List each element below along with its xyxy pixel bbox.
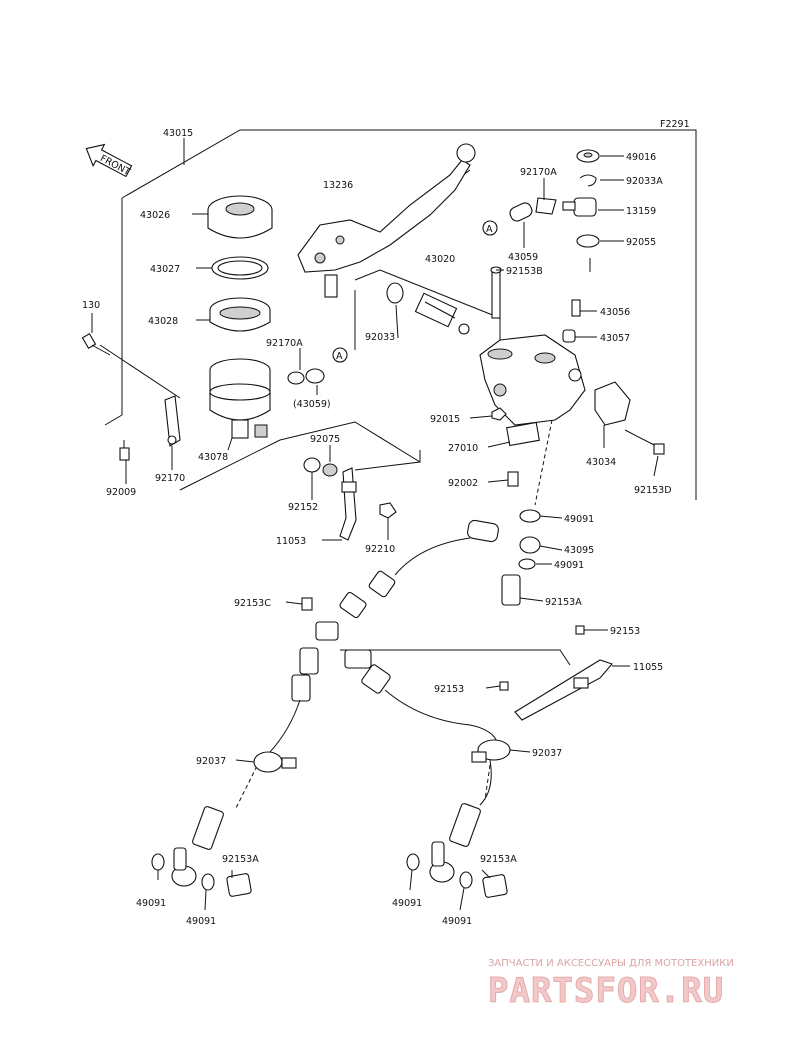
label-11053: 11053 [276, 536, 306, 547]
label-92210: 92210 [365, 544, 395, 555]
leader-lines [91, 138, 659, 911]
label-43020: 43020 [425, 254, 455, 265]
reservoir-body [209, 358, 271, 439]
master-cylinder-body [479, 334, 586, 426]
screw-92009 [119, 440, 130, 461]
circlip-92033A [579, 174, 597, 187]
brake-hoses [192, 537, 511, 850]
clamp-holder-43034 [594, 381, 631, 426]
label-43034: 43034 [586, 457, 616, 468]
label-13159: 13159 [626, 206, 656, 217]
label-92033: 92033 [365, 332, 395, 343]
label-92170A-left: 92170A [266, 338, 303, 349]
label-130: 130 [82, 300, 100, 311]
label-43057: 43057 [600, 333, 630, 344]
diaphragm-ring [211, 256, 269, 280]
diagram-code: F2291 [660, 119, 690, 130]
label-92153-a: 92153 [610, 626, 640, 637]
label-92153C: 92153C [234, 598, 271, 609]
label-43027: 43027 [150, 264, 180, 275]
nut-92015 [491, 407, 507, 421]
piston-assembly [386, 282, 470, 335]
label-43095: 43095 [564, 545, 594, 556]
watermark-line1: ЗАПЧАСТИ И АКСЕССУАРЫ ДЛЯ МОТОТЕХНИКИ [488, 958, 734, 969]
nut-92210 [379, 502, 397, 519]
label-49091-f: 49091 [442, 916, 472, 927]
label-43059-left: (43059) [293, 399, 331, 410]
label-92152: 92152 [288, 502, 318, 513]
hose-clamp-left: A [287, 347, 348, 385]
hose-clamp-right: A [482, 197, 557, 236]
label-27010: 27010 [448, 443, 478, 454]
label-92002: 92002 [448, 478, 478, 489]
label-92170: 92170 [155, 473, 185, 484]
label-43078: 43078 [198, 452, 228, 463]
label-49091-d: 49091 [186, 916, 216, 927]
caliper-banjo-left [151, 847, 252, 897]
bolt-92153B [490, 266, 502, 319]
label-92055: 92055 [626, 237, 656, 248]
watermark: ЗАПЧАСТИ И АКСЕССУАРЫ ДЛЯ МОТОТЕХНИКИ PA… [488, 958, 734, 1012]
lever-stopper-11053 [339, 467, 357, 541]
bolt-92153-b [499, 681, 509, 691]
label-92015: 92015 [430, 414, 460, 425]
label-92037-b: 92037 [532, 748, 562, 759]
guide-line-right [484, 764, 491, 801]
part-labels: 43015 43026 13236 43027 43028 130 92170A… [82, 128, 672, 927]
hose-bracket-11055 [514, 659, 613, 721]
cap-49016 [576, 149, 600, 163]
fitting-13159 [562, 197, 597, 217]
label-92033A: 92033A [626, 176, 663, 187]
label-43056: 43056 [600, 307, 630, 318]
label-92153D: 92153D [634, 485, 672, 496]
ref-marker-a-left: A [336, 351, 343, 362]
watermark-line2: PARTSFOR.RU [488, 971, 724, 1011]
label-43015: 43015 [163, 128, 193, 139]
label-49091-a: 49091 [564, 514, 594, 525]
label-43028: 43028 [148, 316, 178, 327]
front-arrow-icon: FRONT [85, 143, 133, 178]
label-43059-right: 43059 [508, 252, 538, 263]
guide-line [534, 419, 553, 506]
bolt-92153-a [575, 625, 585, 635]
cap-43057 [562, 329, 576, 343]
label-92037-a: 92037 [196, 756, 226, 767]
label-43026: 43026 [140, 210, 170, 221]
label-49091-c: 49091 [136, 898, 166, 909]
ref-marker-a-right: A [486, 224, 493, 235]
label-92075: 92075 [310, 434, 340, 445]
guide-line-left [234, 759, 261, 811]
bleeder-43056 [571, 299, 581, 317]
label-49091-e: 49091 [392, 898, 422, 909]
label-49091-b: 49091 [554, 560, 584, 571]
bracket-92170 [164, 395, 181, 447]
label-11055: 11055 [633, 662, 663, 673]
screw-92002 [507, 471, 519, 487]
switch-27010 [506, 421, 540, 447]
oring-92055 [576, 234, 600, 248]
label-92009: 92009 [106, 487, 136, 498]
label-13236: 13236 [323, 180, 353, 191]
bolt-92153D [624, 429, 665, 455]
brake-lever [297, 143, 476, 298]
label-92153A-b: 92153A [222, 854, 259, 865]
label-49016: 49016 [626, 152, 656, 163]
label-92153-b: 92153 [434, 684, 464, 695]
reservoir-cap [207, 195, 273, 239]
bolt-92153C [301, 597, 313, 611]
label-92153B: 92153B [506, 266, 543, 277]
label-92153A-c: 92153A [480, 854, 517, 865]
caliper-banjo-right [406, 841, 508, 898]
washer-92152 [303, 457, 338, 477]
banjo-bolt-top [501, 574, 521, 606]
label-92170A-right: 92170A [520, 167, 557, 178]
label-92153A-a: 92153A [545, 597, 582, 608]
bolt-130 [81, 333, 111, 356]
banjo-fitting-43095 [467, 509, 541, 570]
diaphragm-plate [209, 297, 271, 332]
